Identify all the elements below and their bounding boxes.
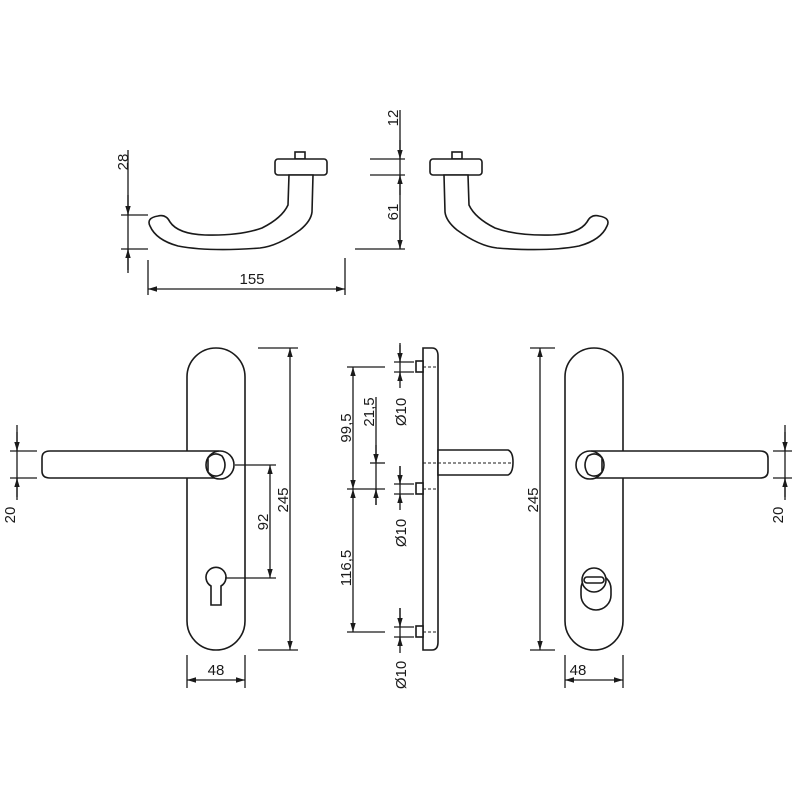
dim-upper-screw-label: 99,5 <box>338 413 355 442</box>
dim-plate-height-right-label: 245 <box>525 487 542 512</box>
dimension-plate-width-left: 48 <box>186 655 246 688</box>
dimension-rose-and-drop: 12 61 <box>355 110 405 250</box>
dim-plate-height-left-label: 245 <box>275 487 292 512</box>
dim-plate-width-left-label: 48 <box>208 662 225 679</box>
backplate-front-view-right <box>564 347 769 651</box>
lever-handle-right-side-view <box>429 151 609 251</box>
dimension-plate-width-right: 48 <box>564 655 624 688</box>
dimension-spindle-offset: 21,5 <box>361 397 385 505</box>
dimension-keyhole-distance: 92 <box>225 464 276 579</box>
dimension-plate-height-right: 245 <box>525 347 555 651</box>
dim-screw-middle-label: Ø10 <box>393 519 410 547</box>
dim-lever-length-label: 155 <box>239 271 264 288</box>
lever-handle-left-side-view <box>148 151 328 251</box>
dim-lower-screw-label: 116,5 <box>338 550 355 586</box>
dimension-screw-diameters: Ø10 Ø10 Ø10 <box>393 343 414 689</box>
dim-lever-thickness-left-label: 20 <box>2 507 19 524</box>
dim-screw-bottom-label: Ø10 <box>393 661 410 689</box>
dimension-plate-height-left: 245 <box>258 347 298 651</box>
dim-lever-drop-label: 61 <box>385 204 402 221</box>
dim-spindle-offset-label: 21,5 <box>361 397 378 426</box>
backplate-front-view-left <box>41 347 246 651</box>
dim-rose-height-label: 12 <box>385 110 402 127</box>
dimension-lever-thickness-left: 20 <box>2 425 37 523</box>
dimension-lever-height: 28 <box>115 150 148 273</box>
dimension-lever-length: 155 <box>147 258 346 295</box>
dim-lever-height-label: 28 <box>115 154 132 171</box>
dim-plate-width-right-label: 48 <box>570 662 587 679</box>
dimension-screw-distances: 99,5 116,5 <box>338 366 385 633</box>
keyhole-icon <box>205 566 227 606</box>
dimension-lever-thickness-right: 20 <box>770 425 792 523</box>
dim-lever-thickness-right-label: 20 <box>770 507 787 524</box>
dim-screw-top-label: Ø10 <box>393 398 410 426</box>
dim-keyhole-distance-label: 92 <box>255 514 272 531</box>
backplate-side-view <box>415 347 514 651</box>
